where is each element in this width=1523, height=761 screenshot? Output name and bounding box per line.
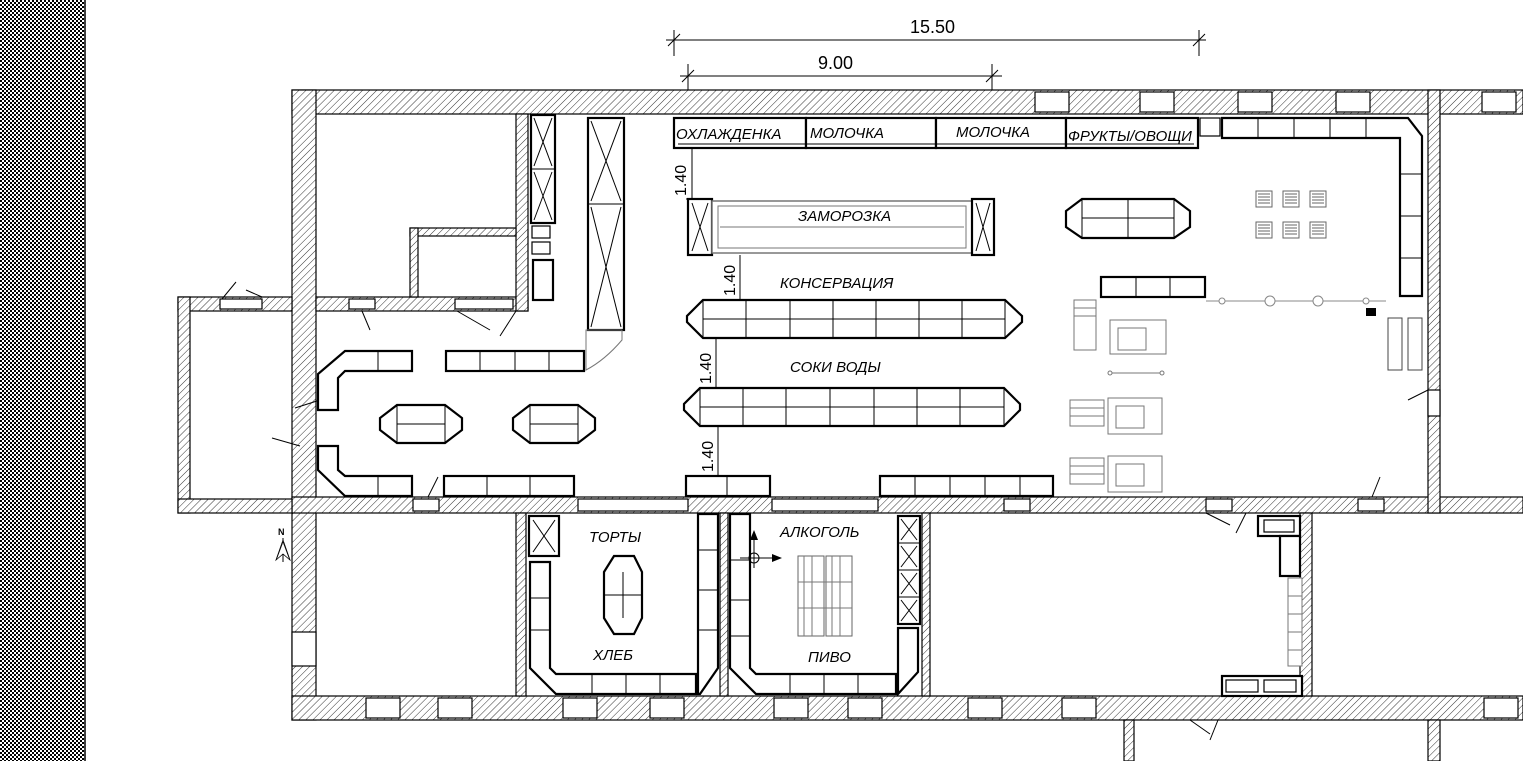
door-swings	[221, 281, 1429, 741]
dimension-aisle-3: 1.40	[698, 353, 715, 384]
label-juice-water: СОКИ ВОДЫ	[790, 359, 881, 376]
label-bread: ХЛЕБ	[592, 647, 633, 664]
island-fruit	[1064, 197, 1192, 240]
dimension-aisle-1: 1.40	[673, 165, 690, 196]
alcohol-room	[728, 512, 922, 697]
right-room-equipment	[1220, 514, 1304, 698]
storage-racks	[529, 113, 626, 371]
label-canned: КОНСЕРВАЦИЯ	[780, 275, 894, 292]
label-chilled: ОХЛАЖДЕНКА	[676, 126, 781, 143]
label-frozen: ЗАМОРОЗКА	[798, 208, 891, 225]
bread-room	[527, 512, 720, 696]
gondola-juice-water	[682, 386, 1022, 428]
dimension-section-width: 9.00	[818, 53, 853, 73]
north-arrow-icon	[275, 538, 291, 562]
freezer-unit	[686, 197, 996, 257]
dimension-lines	[666, 30, 1206, 477]
label-dairy-1: МОЛОЧКА	[810, 125, 884, 142]
dimension-aisle-4: 1.40	[700, 441, 717, 472]
island-left-1	[378, 403, 464, 445]
island-left-2	[511, 403, 597, 445]
windows	[219, 91, 1519, 719]
label-beer: ПИВО	[808, 649, 851, 666]
dimension-aisle-2: 1.40	[722, 265, 739, 296]
hatched-border-strip	[0, 0, 84, 761]
top-fridge-row	[672, 116, 1424, 298]
label-alcohol: АЛКОГОЛЬ	[779, 524, 860, 541]
dimension-overall-width: 15.50	[910, 17, 955, 37]
label-cakes: ТОРТЫ	[589, 529, 642, 546]
north-label: N	[278, 527, 285, 537]
label-dairy-2: МОЛОЧКА	[956, 124, 1030, 141]
label-fruit-veg: ФРУКТЫ/ОВОЩИ	[1068, 128, 1192, 145]
left-hall-shelves	[316, 349, 1055, 498]
gondola-canned	[685, 298, 1024, 340]
checkout-area	[1069, 190, 1423, 493]
